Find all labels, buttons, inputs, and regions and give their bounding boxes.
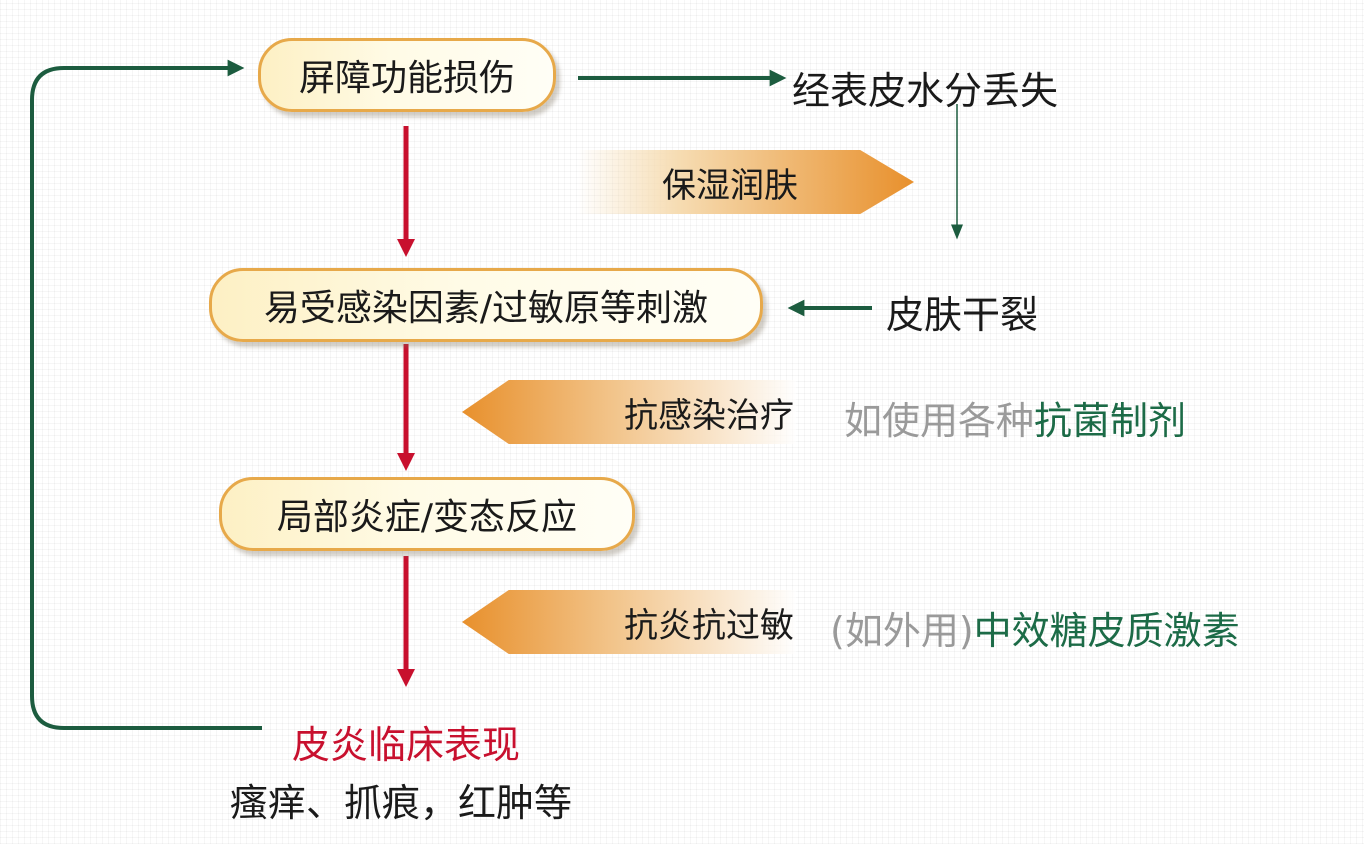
banner-anti-inflammation: 抗炎抗过敏: [462, 590, 796, 654]
feedback-loop-arrow: [30, 59, 262, 730]
node-susceptible-factors: 易受感染因素/过敏原等刺激: [209, 268, 763, 342]
banner-anti-inflammation-label: 抗炎抗过敏: [624, 605, 794, 646]
node-local-inflammation: 局部炎症/变态反应: [219, 477, 635, 551]
clinical-title: 皮炎临床表现: [292, 723, 521, 767]
node-susceptible-factors-label: 易受感染因素/过敏原等刺激: [263, 288, 709, 329]
banner-moisturize: 保湿润肤: [578, 150, 914, 214]
anti-inflammation-note: (如外用)中效糖皮质激素: [830, 600, 1240, 655]
anti-infection-note: 如使用各种抗菌制剂: [844, 390, 1186, 445]
node-barrier-damage-label: 屏障功能损伤: [298, 58, 515, 99]
anti-inflammation-note-prefix: (如外用): [830, 609, 974, 653]
banner-anti-infection: 抗感染治疗: [462, 380, 796, 444]
node-barrier-damage: 屏障功能损伤: [258, 38, 556, 112]
banner-anti-infection-label: 抗感染治疗: [624, 395, 794, 436]
clinical-detail: 瘙痒、抓痕，红肿等: [230, 781, 573, 825]
anti-infection-drug: 抗菌制剂: [1034, 399, 1187, 443]
dry-crack-label: 皮肤干裂: [886, 293, 1039, 337]
banner-moisturize-label: 保湿润肤: [662, 165, 798, 206]
anti-infection-note-prefix: 如使用各种: [844, 399, 1035, 443]
node-local-inflammation-label: 局部炎症/变态反应: [276, 497, 578, 538]
anti-inflammation-drug: 中效糖皮质激素: [973, 609, 1240, 653]
water-loss-label: 经表皮水分丢失: [792, 69, 1059, 113]
